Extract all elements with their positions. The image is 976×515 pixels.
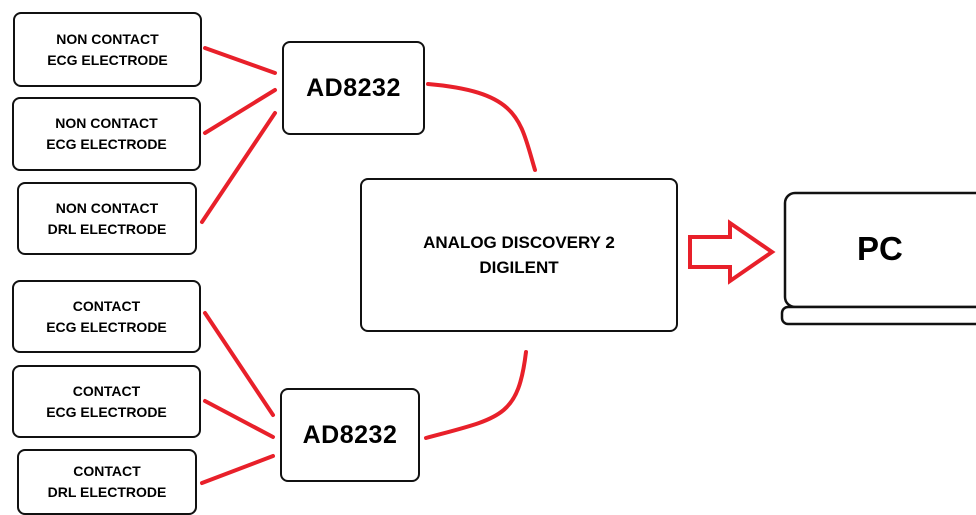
pc-label: PC xyxy=(857,230,903,267)
electrode-role-label: DRL ELECTRODE xyxy=(47,220,167,237)
electrode-type-label: NON CONTACT xyxy=(56,30,159,47)
wire-c-drl-to-amp-bottom xyxy=(200,454,275,485)
electrode-type-label: CONTACT xyxy=(72,297,141,314)
electrode-type-label: NON CONTACT xyxy=(55,115,158,131)
analog-discovery-2-device: ANALOG DISCOVERY 2 DIGILENT xyxy=(360,178,678,332)
pc-base-outline xyxy=(780,305,976,326)
electrode-type-label: NON CONTACT xyxy=(55,199,159,216)
ad8232-amplifier-bottom: AD8232 xyxy=(280,388,420,482)
electrode-role-label: ECG ELECTRODE xyxy=(47,51,168,68)
contact-drl-electrode: CONTACT DRL ELECTRODE xyxy=(17,449,197,515)
wire-nc-ecg2-to-amp-top xyxy=(203,88,277,135)
wire-amp-top-to-daq xyxy=(426,82,537,172)
electrode-role-label: ECG ELECTRODE xyxy=(46,318,167,335)
electrode-role-label: DRL ELECTRODE xyxy=(47,484,167,500)
amplifier-label: AD8232 xyxy=(302,420,398,449)
wire-nc-ecg1-to-amp-top xyxy=(203,46,277,75)
ad8232-amplifier-top: AD8232 xyxy=(282,41,425,135)
wire-nc-drl-to-amp-top xyxy=(200,111,277,224)
non-contact-ecg-electrode-2: NON CONTACT ECG ELECTRODE xyxy=(12,97,201,171)
wire-amp-bottom-to-daq xyxy=(424,350,528,440)
wire-c-ecg1-to-amp-bottom xyxy=(203,311,275,417)
data-flow-arrow xyxy=(688,219,776,285)
wire-c-ecg2-to-amp-bottom xyxy=(203,399,275,439)
device-brand-label: DIGILENT xyxy=(479,258,559,277)
electrode-type-label: CONTACT xyxy=(73,463,141,479)
contact-ecg-electrode-1: CONTACT ECG ELECTRODE xyxy=(12,280,201,353)
electrode-type-label: CONTACT xyxy=(72,382,141,399)
non-contact-ecg-electrode-1: NON CONTACT ECG ELECTRODE xyxy=(13,12,202,87)
non-contact-drl-electrode: NON CONTACT DRL ELECTRODE xyxy=(17,182,197,255)
device-name-label: ANALOG DISCOVERY 2 xyxy=(423,233,615,252)
contact-ecg-electrode-2: CONTACT ECG ELECTRODE xyxy=(12,365,201,438)
electrode-role-label: ECG ELECTRODE xyxy=(46,403,167,420)
electrode-role-label: ECG ELECTRODE xyxy=(46,136,167,152)
amplifier-label: AD8232 xyxy=(306,73,401,102)
